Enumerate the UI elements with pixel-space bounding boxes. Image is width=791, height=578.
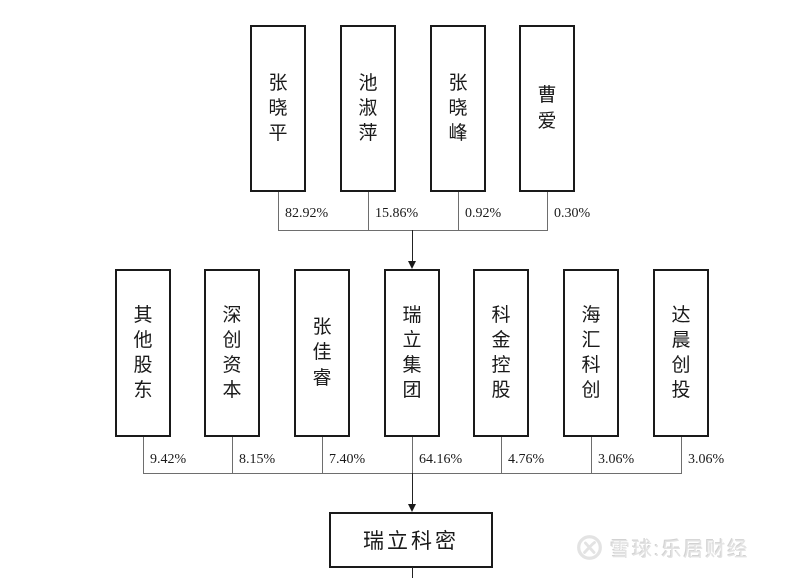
- arrow-stem: [412, 230, 413, 263]
- shareholder-name: 池淑萍: [358, 72, 378, 145]
- ownership-percent: 7.40%: [329, 452, 366, 467]
- connector-line: [412, 567, 413, 578]
- shareholder-box-shenchuangziben: 深创资本: [204, 269, 260, 437]
- shareholder-name: 深创资本: [222, 304, 242, 402]
- shareholder-name: 科金控股: [491, 304, 511, 402]
- connector-line: [681, 437, 682, 473]
- ownership-percent: 0.92%: [465, 206, 502, 221]
- ownership-percent: 15.86%: [375, 206, 419, 221]
- shareholder-name: 瑞立集团: [402, 304, 422, 402]
- ownership-percent: 64.16%: [419, 452, 463, 467]
- ownership-percent: 3.06%: [598, 452, 635, 467]
- shareholder-name: 其他股东: [133, 304, 153, 402]
- shareholder-box-zhangjiarui: 张佳睿: [294, 269, 350, 437]
- shareholder-box-dachenchuangtou: 达晨创投: [653, 269, 709, 437]
- shareholder-name: 海汇科创: [581, 304, 601, 402]
- shareholder-box-kejinkonggu: 科金控股: [473, 269, 529, 437]
- shareholder-box-chishuping: 池淑萍: [340, 25, 396, 192]
- shareholder-box-zhangxiaofeng: 张晓峰: [430, 25, 486, 192]
- connector-line: [278, 192, 279, 230]
- ownership-percent: 4.76%: [508, 452, 545, 467]
- arrow-down-icon: [408, 504, 416, 512]
- shareholder-name: 达晨创投: [671, 304, 691, 402]
- company-name: 瑞立科密: [363, 529, 459, 553]
- shareholder-name: 张晓峰: [448, 72, 468, 145]
- connector-line: [322, 437, 323, 473]
- connector-line: [412, 437, 413, 473]
- ownership-percent: 82.92%: [285, 206, 329, 221]
- arrow-down-icon: [408, 261, 416, 269]
- connector-line: [232, 437, 233, 473]
- xueqiu-logo-icon: [577, 535, 602, 560]
- shareholder-box-caoai: 曹爱: [519, 25, 575, 192]
- connector-line: [143, 437, 144, 473]
- company-box-ruilikemi: 瑞立科密: [329, 512, 493, 568]
- ownership-percent: 3.06%: [688, 452, 725, 467]
- connector-line: [458, 192, 459, 230]
- connector-line: [368, 192, 369, 230]
- connector-bus-line: [278, 230, 548, 231]
- shareholder-name: 张佳睿: [312, 317, 332, 389]
- ownership-percent: 0.30%: [554, 206, 591, 221]
- shareholder-name: 曹爱: [537, 85, 557, 132]
- shareholder-box-qitagudong: 其他股东: [115, 269, 171, 437]
- shareholder-box-ruilijituan: 瑞立集团: [384, 269, 440, 437]
- shareholder-box-zhangxiaoping: 张晓平: [250, 25, 306, 192]
- shareholder-box-haihuikechuang: 海汇科创: [563, 269, 619, 437]
- shareholder-name: 张晓平: [268, 72, 288, 145]
- connector-line: [591, 437, 592, 473]
- ownership-percent: 8.15%: [239, 452, 276, 467]
- watermark: 雪球:乐居财经: [576, 533, 750, 562]
- arrow-stem: [412, 473, 413, 505]
- connector-line: [501, 437, 502, 473]
- connector-line: [547, 192, 548, 230]
- ownership-percent: 9.42%: [150, 452, 187, 467]
- watermark-text: 雪球:乐居财经: [610, 539, 750, 561]
